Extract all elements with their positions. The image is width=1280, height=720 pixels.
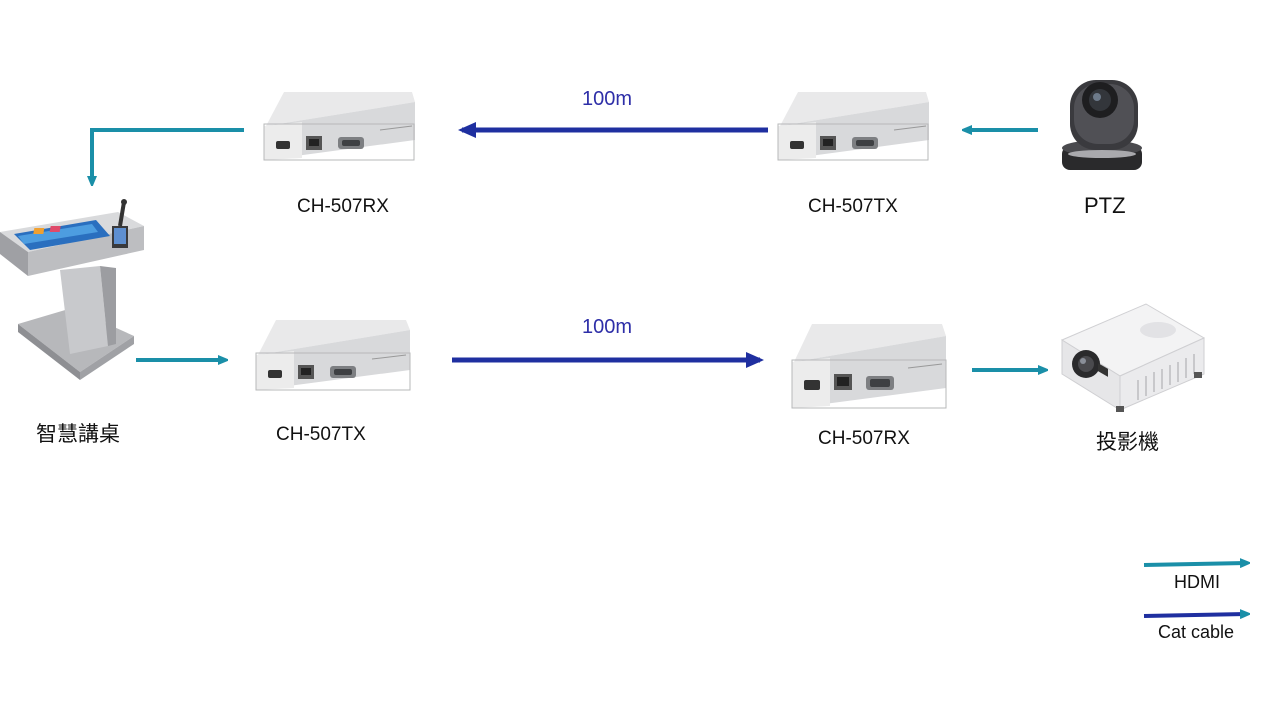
- extender-box-icon: [791, 324, 947, 409]
- legend-cat-arrow: [1143, 614, 1246, 616]
- label-ptz: PTZ: [1084, 193, 1126, 218]
- legend-cat-label: Cat cable: [1158, 622, 1235, 642]
- extender-rx-top: [262, 90, 417, 167]
- ptz-camera-icon: [1062, 80, 1142, 170]
- label-tx-top: CH-507TX: [808, 196, 898, 217]
- legend-hdmi-arrow: [1143, 563, 1246, 565]
- extender-box-icon: [777, 92, 929, 161]
- label-tx-bottom: CH-507TX: [276, 424, 366, 445]
- projector: [1058, 300, 1208, 421]
- ptz-camera: [1058, 74, 1148, 179]
- extender-tx-bottom: [254, 318, 412, 398]
- smart-podium-icon: [0, 199, 144, 380]
- legend-hdmi-label: HDMI: [1174, 572, 1220, 592]
- hdmi-arrow-rx-top-to-podium: [92, 128, 244, 182]
- distance-label-top: 100m: [582, 88, 633, 110]
- extender-tx-top: [776, 90, 931, 167]
- projector-icon: [1060, 303, 1206, 412]
- extender-rx-bottom: [790, 322, 948, 417]
- label-projector: 投影機: [1096, 431, 1159, 454]
- distance-label-bottom: 100m: [582, 316, 633, 338]
- extender-box-icon: [255, 320, 411, 391]
- smart-podium: [0, 196, 150, 409]
- label-rx-bottom: CH-507RX: [818, 428, 910, 449]
- label-rx-top: CH-507RX: [297, 196, 389, 217]
- extender-box-icon: [263, 92, 415, 161]
- label-podium: 智慧講桌: [36, 423, 120, 446]
